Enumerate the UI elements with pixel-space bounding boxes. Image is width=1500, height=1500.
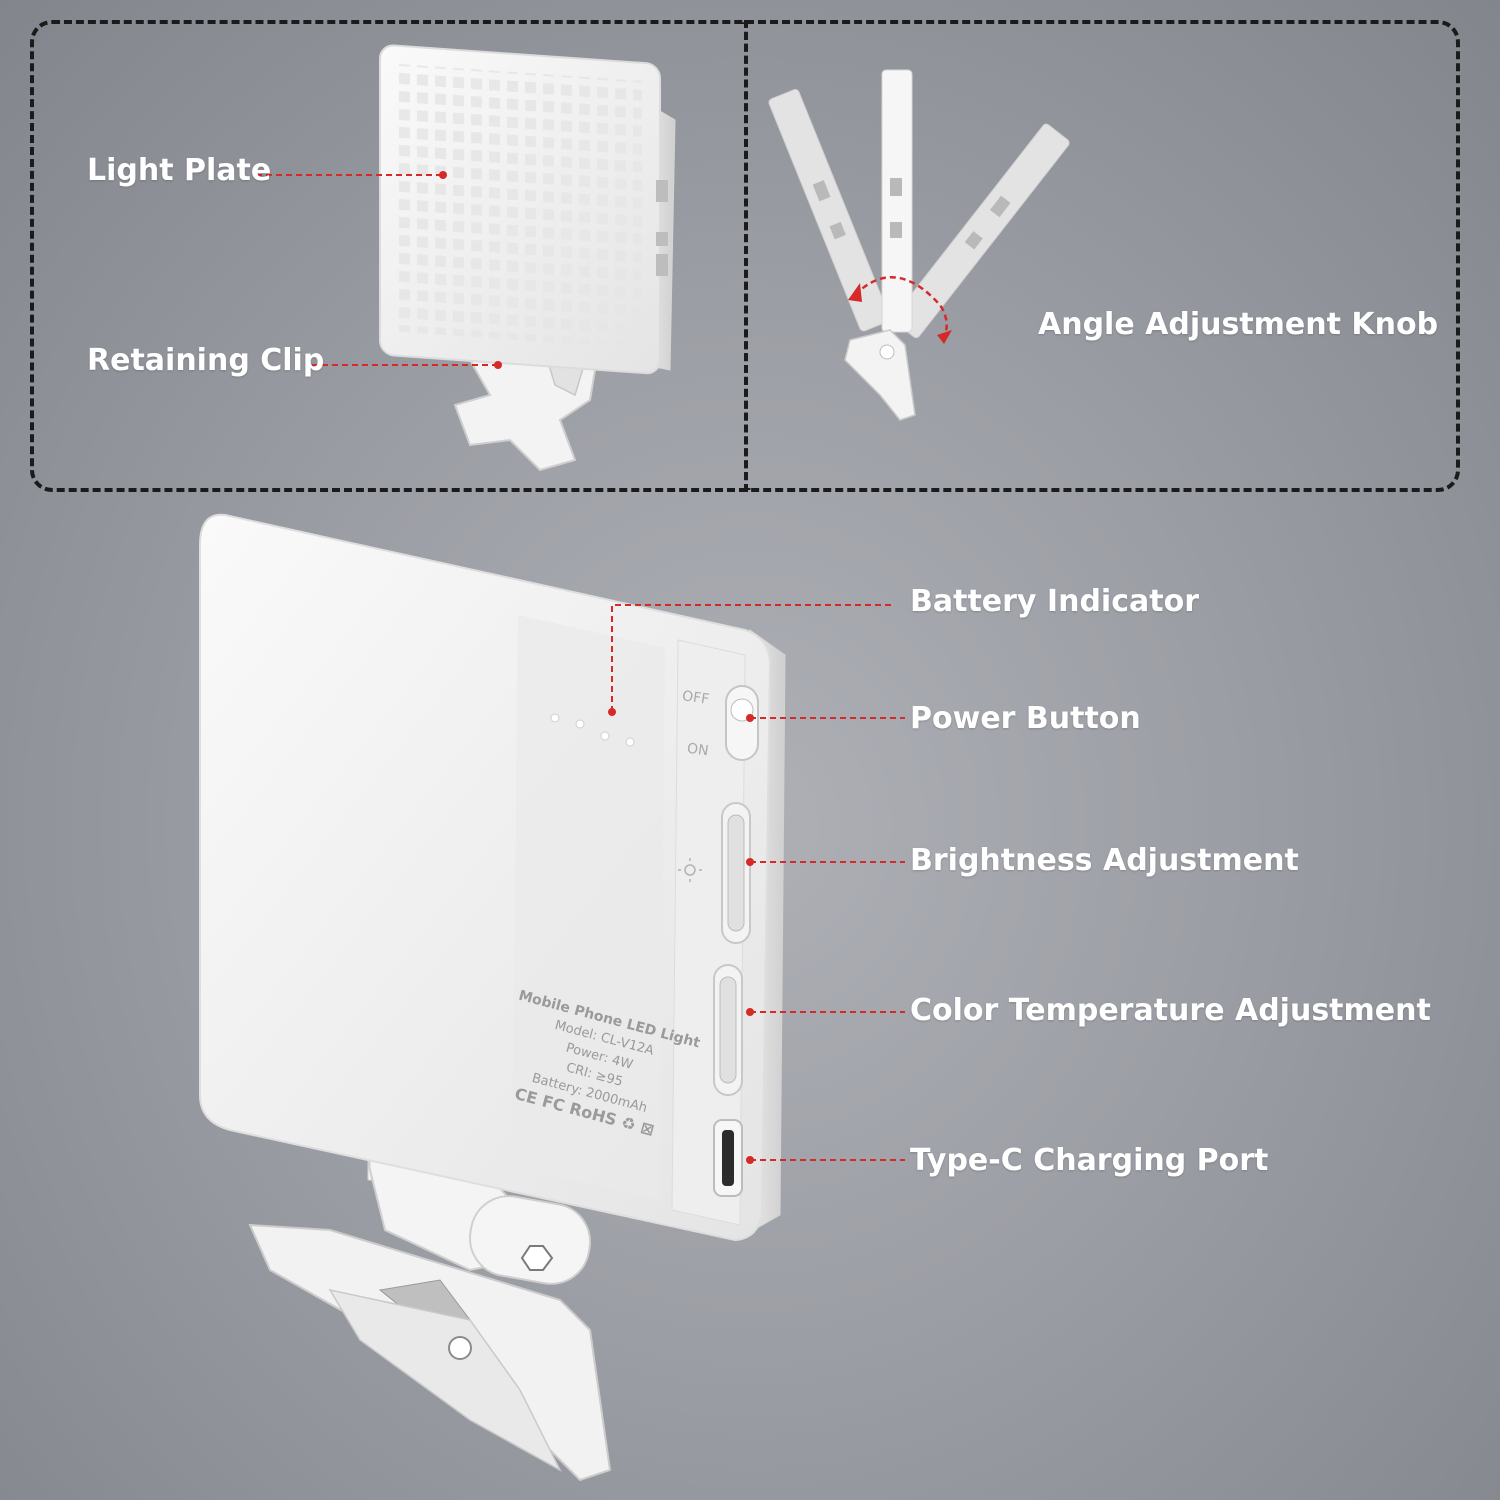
main-light-device bbox=[199, 513, 786, 1482]
label-battery-indicator: Battery Indicator bbox=[910, 584, 1199, 619]
sun-icon bbox=[678, 858, 702, 882]
label-brightness-adjustment: Brightness Adjustment bbox=[910, 843, 1299, 878]
angle-illustration bbox=[768, 69, 1070, 421]
leader-lines bbox=[256, 174, 905, 1161]
label-power-button: Power Button bbox=[910, 701, 1141, 736]
top-right-panel bbox=[744, 20, 1460, 492]
label-type-c-charging-port: Type-C Charging Port bbox=[910, 1143, 1269, 1178]
label-angle-adjustment-knob: Angle Adjustment Knob bbox=[1038, 307, 1439, 342]
leader-dot-icon bbox=[439, 171, 754, 1164]
label-light-plate: Light Plate bbox=[87, 153, 272, 188]
switch-on-mark: ON bbox=[685, 740, 710, 760]
small-light-device bbox=[379, 44, 676, 472]
rotation-arrow-icon bbox=[854, 275, 948, 336]
label-retaining-clip: Retaining Clip bbox=[87, 343, 325, 378]
label-color-temperature-adjustment: Color Temperature Adjustment bbox=[910, 993, 1431, 1028]
